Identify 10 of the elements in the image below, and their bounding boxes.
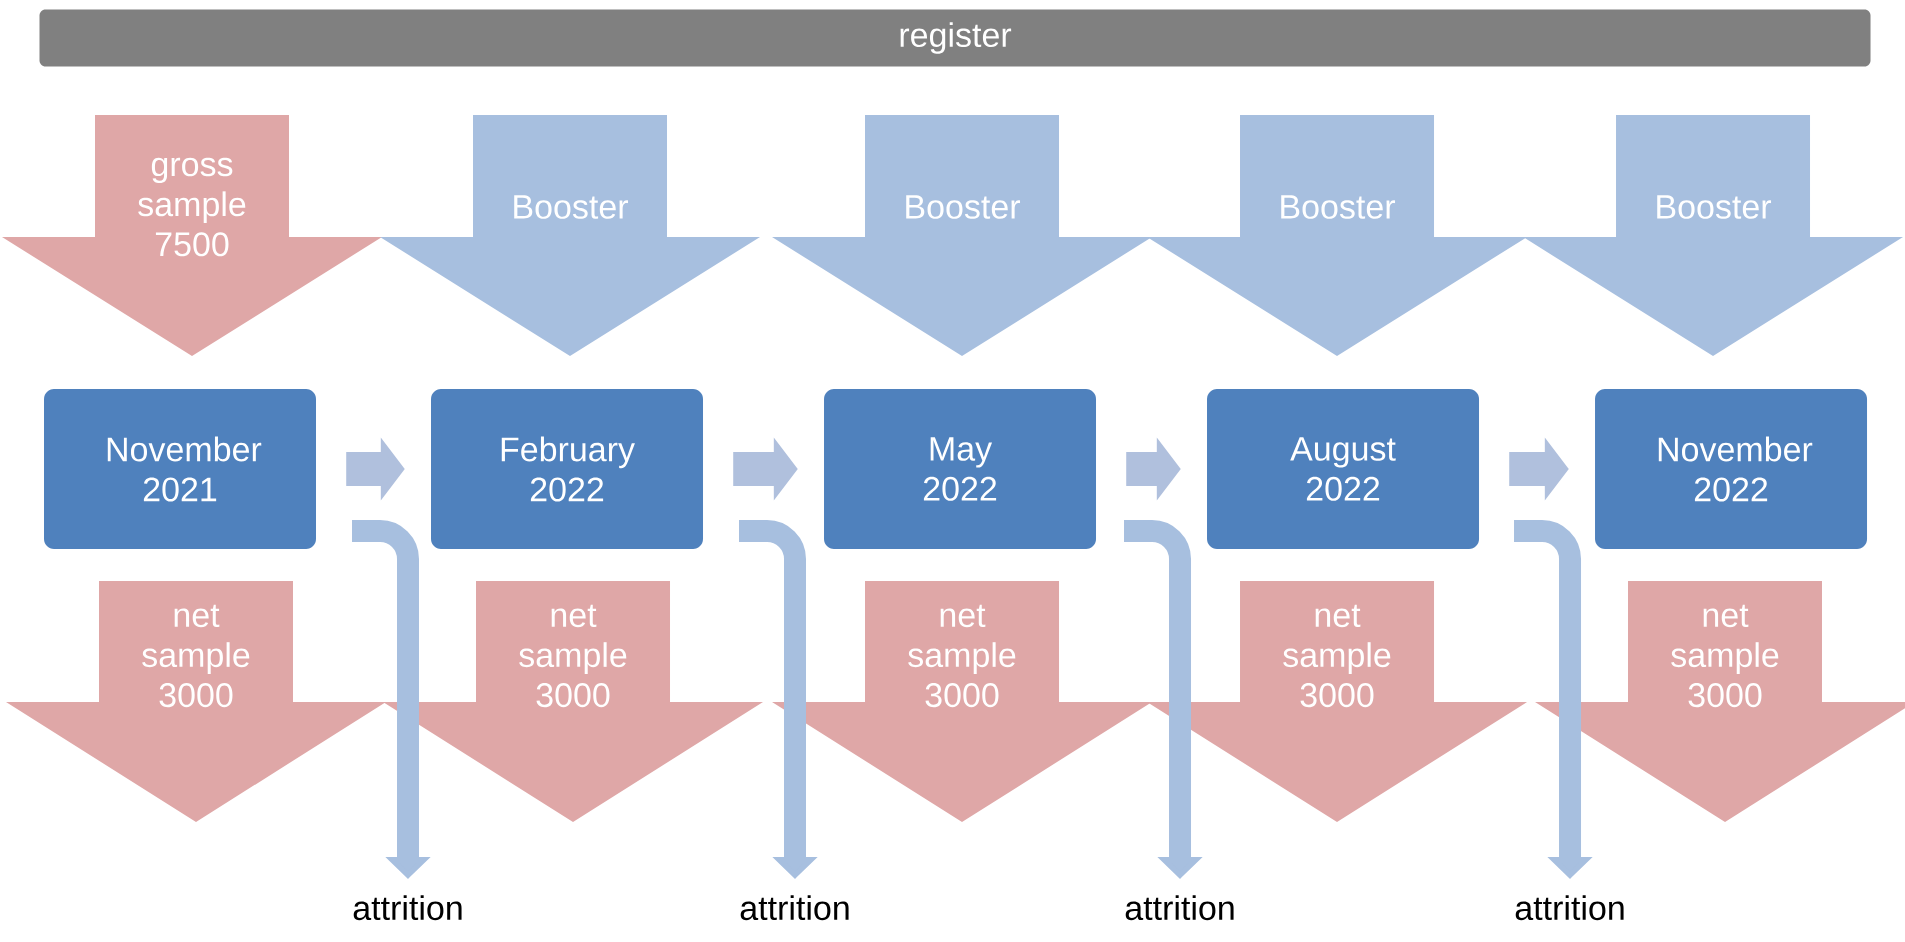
month-box: November 2021 (44, 389, 316, 549)
attrition-label: attrition (1125, 895, 1234, 921)
attrition-label: attrition (353, 895, 462, 921)
banner-bar: register (39, 9, 1871, 67)
attrition-label: attrition (740, 895, 849, 921)
month-box: November 2022 (1595, 389, 1868, 549)
month-box: February 2022 (431, 389, 703, 549)
attrition-label: attrition (1515, 895, 1624, 921)
month-box: August 2022 (1207, 389, 1479, 549)
month-box: May 2022 (824, 389, 1096, 549)
